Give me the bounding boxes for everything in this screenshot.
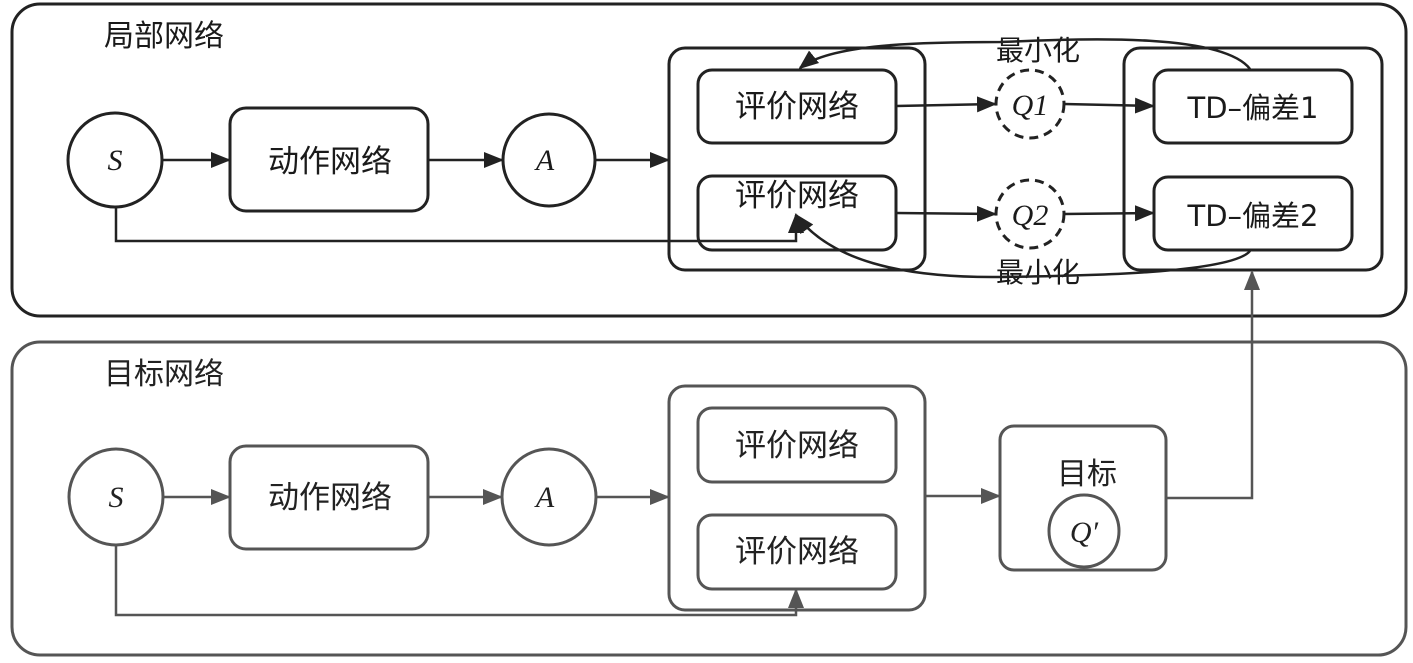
arrow-q1-to-td1 [1063, 97, 1155, 114]
local-action-label: A [534, 144, 555, 177]
local-network-frame [10, 2, 1408, 318]
local-critic2-label: 评价网络 [735, 178, 859, 214]
target-action-network-label: 动作网络 [268, 480, 392, 516]
target-network-frame [10, 340, 1408, 657]
target-critic2-label: 评价网络 [735, 534, 859, 570]
td-error-group [1122, 46, 1384, 272]
target-state-label: S [109, 481, 124, 514]
target-critic1-box [696, 406, 898, 484]
arrow-local-s-to-critic2 [114, 207, 804, 243]
q2-label: Q2 [1012, 199, 1049, 232]
td-error2-label: TD–偏差2 [1187, 199, 1319, 233]
arrow-minimize-td1-to-critic1 [798, 38, 1251, 70]
local-critic1-label: 评价网络 [735, 89, 859, 125]
target-q-label: Q′ [1070, 516, 1099, 549]
target-value-label: 目标 [1057, 457, 1117, 492]
target-network-title: 目标网络 [104, 357, 224, 392]
target-critic1-label: 评价网络 [735, 428, 859, 464]
local-critic1-box [696, 68, 898, 145]
arrow-target-s-to-critic2 [114, 545, 804, 617]
arrow-target-to-td-errors [1166, 270, 1260, 500]
arrow-minimize-td2-to-critic2 [794, 213, 1251, 279]
local-state-label: S [108, 144, 123, 177]
local-network-title: 局部网络 [104, 19, 224, 54]
target-q-node [1047, 493, 1121, 569]
target-critic-group [667, 384, 927, 612]
local-action-network-label: 动作网络 [268, 144, 392, 180]
minimize-label-bottom: 最小化 [996, 256, 1080, 289]
arrow-critic1-to-q1 [895, 96, 997, 113]
arrow-critic2-to-q2 [895, 205, 997, 222]
target-action-label: A [534, 481, 555, 514]
arrow-q2-to-td2 [1063, 205, 1155, 222]
td-error1-label: TD–偏差1 [1187, 91, 1319, 125]
local-network-panel [10, 2, 1408, 318]
q1-label: Q1 [1012, 89, 1049, 122]
